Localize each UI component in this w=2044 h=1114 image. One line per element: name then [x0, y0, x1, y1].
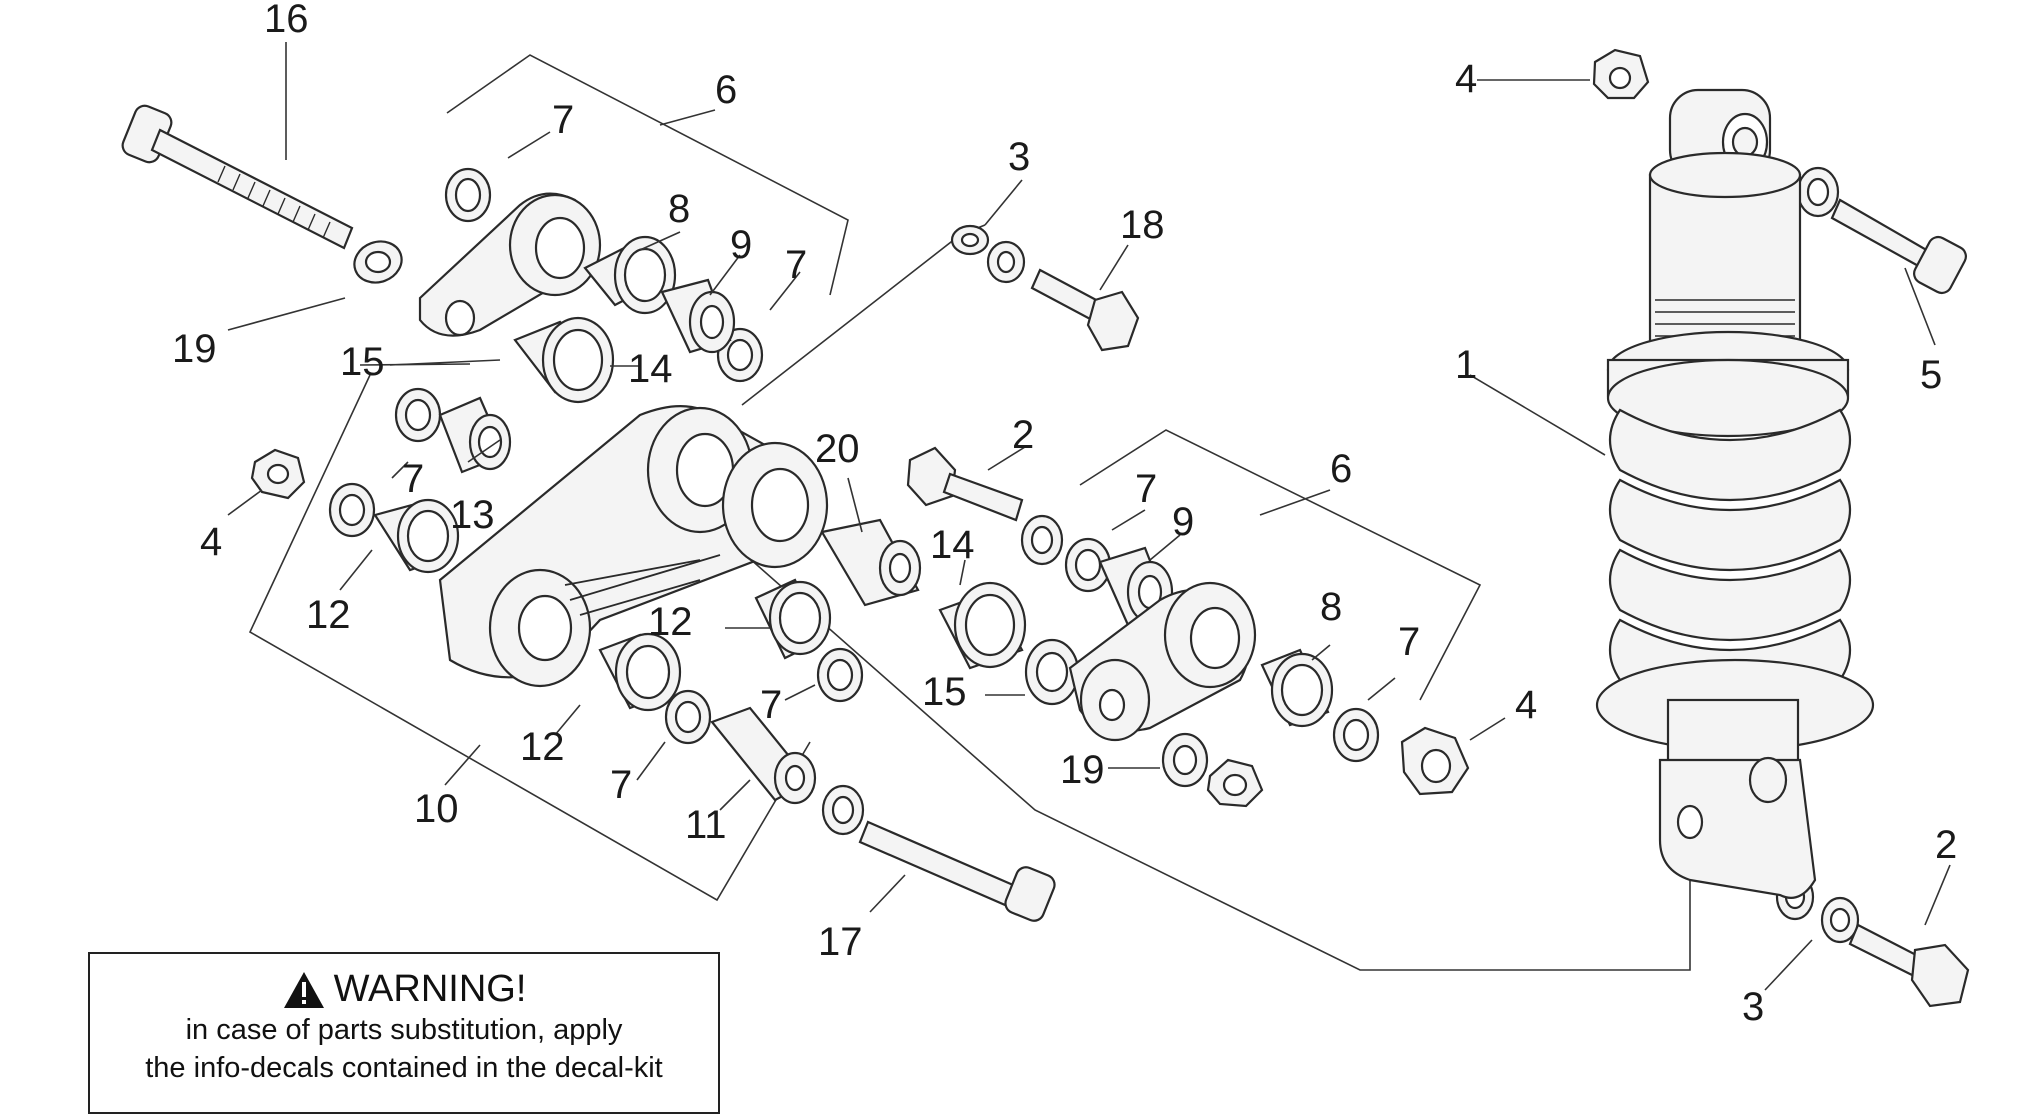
bolt-17	[858, 820, 1056, 922]
callout-9: 9	[1172, 500, 1194, 544]
callout-15: 15	[922, 670, 967, 714]
callout-7: 7	[402, 457, 424, 501]
callout-17: 17	[818, 920, 863, 964]
link-lower-6	[1068, 581, 1257, 742]
callout-12: 12	[648, 600, 693, 644]
bolt-2-upper	[906, 446, 1024, 522]
callout-3-lower: 3	[1742, 985, 1764, 1029]
callout-20: 20	[815, 427, 860, 471]
link-upper-6	[418, 192, 602, 337]
callout-labels: 16 6 7 8 9 7 3 18 19 15 14 4 7 13 12 20 …	[172, 0, 1957, 1029]
callout-12: 12	[520, 725, 565, 769]
rocker-10	[438, 405, 829, 688]
bolt-18	[1030, 268, 1140, 352]
callout-12: 12	[306, 593, 351, 637]
callout-8: 8	[1320, 585, 1342, 629]
shock-absorber-1	[1595, 88, 1875, 899]
callout-19: 19	[172, 327, 217, 371]
callout-7: 7	[552, 98, 574, 142]
callout-18: 18	[1120, 203, 1165, 247]
nuts	[250, 48, 1650, 808]
callout-2-lower: 2	[1935, 823, 1957, 867]
callout-14: 14	[628, 347, 673, 391]
callout-7: 7	[1398, 620, 1420, 664]
callout-6-upper: 6	[715, 68, 737, 112]
bolt-2-lower	[1848, 923, 1970, 1008]
warning-line-1: in case of parts substitution, apply	[185, 1014, 623, 1046]
callout-2-upper: 2	[1012, 413, 1034, 457]
callout-14: 14	[930, 523, 975, 567]
callout-4: 4	[1515, 683, 1537, 727]
warning-heading: WARNING!	[90, 968, 718, 1011]
bushings	[373, 235, 1334, 805]
callout-9: 9	[730, 223, 752, 267]
warning-line-2: the info-decals contained in the decal-k…	[145, 1052, 663, 1084]
callout-19: 19	[1060, 748, 1105, 792]
warning-title: WARNING!	[333, 968, 527, 1010]
callout-15: 15	[340, 340, 385, 384]
callout-16: 16	[264, 0, 309, 41]
callout-13: 13	[450, 493, 495, 537]
callout-7: 7	[785, 243, 807, 287]
callout-11: 11	[685, 803, 727, 847]
warning-triangle-icon	[283, 971, 324, 1008]
callout-6-lower: 6	[1330, 447, 1352, 491]
callout-7: 7	[1135, 467, 1157, 511]
callout-3: 3	[1008, 135, 1030, 179]
callout-10: 10	[414, 787, 459, 831]
callout-7: 7	[760, 683, 782, 727]
callout-1: 1	[1455, 343, 1477, 387]
callout-4-top: 4	[1455, 57, 1477, 101]
callout-4: 4	[200, 520, 222, 564]
bolt-5	[1830, 198, 1967, 295]
callout-7: 7	[610, 763, 632, 807]
bolt-16	[121, 104, 354, 250]
warning-box: WARNING! in case of parts substitution, …	[88, 952, 720, 1114]
callout-leaders	[227, 42, 1951, 991]
washers	[328, 166, 1860, 944]
callout-8: 8	[668, 187, 690, 231]
callout-5: 5	[1920, 353, 1942, 397]
